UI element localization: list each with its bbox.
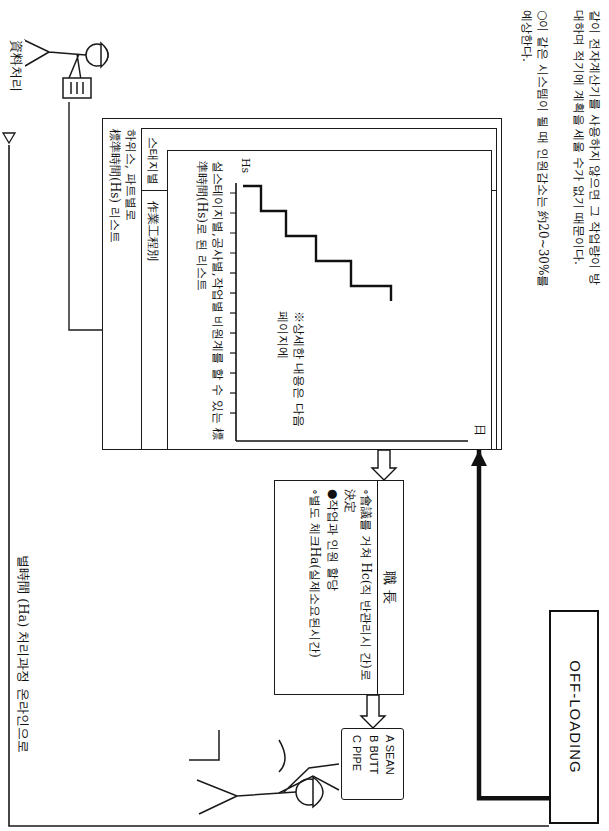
axis-tick xyxy=(230,332,236,333)
helmet xyxy=(101,43,108,67)
body xyxy=(197,780,296,814)
loop-line xyxy=(9,145,549,826)
step-chart xyxy=(191,151,491,451)
hard-hat xyxy=(313,777,323,807)
box-text: 作業工程別 xyxy=(144,201,160,301)
head xyxy=(86,44,108,66)
box-text: B BUTT xyxy=(366,735,380,793)
block-arrow xyxy=(372,450,396,480)
box-text: OFF-LOADING xyxy=(566,618,586,816)
pipe-stack xyxy=(189,730,219,760)
box-text: ∘會議를 거쳐 Hc(직 반관리시 간)로 決定 xyxy=(342,489,373,686)
flow-label: 별時間 (Ha) 처리과정 온라인으로 xyxy=(14,555,32,820)
axis-tick xyxy=(230,232,236,233)
axis-tick xyxy=(230,212,236,213)
box-text: A SEAN xyxy=(383,735,397,793)
flow-arrow xyxy=(479,450,549,798)
axis-tick xyxy=(230,392,236,393)
process-box: 職 長∘會議를 거쳐 Hc(직 반관리시 간)로 決定●작업과 인원 할당∘별도… xyxy=(274,480,404,695)
clipboard xyxy=(63,78,91,98)
box-text: 설스테이지별,공사별,작업별 비원계를 할 수 있는 標準時間(Hs)로 된 리… xyxy=(194,161,225,443)
list-card: 설스테이지별,공사별,작업별 비원계를 할 수 있는 標準時間(Hs)로 된 리… xyxy=(167,150,492,450)
reporter-figure xyxy=(24,40,108,98)
box-text: 하위스, 파트별로 xyxy=(122,129,138,429)
box-text: ●작업과 인원 할당 xyxy=(324,489,340,686)
loop-marker xyxy=(3,133,15,143)
clipboard-lines xyxy=(71,82,83,94)
flow-label: 資料처리 xyxy=(7,40,25,120)
clipboard-box: A SEANB BUTTC PIPE xyxy=(341,728,404,800)
axis-tick xyxy=(230,312,236,313)
box-text: ∘별도 체크Ha(실제소요된시간) xyxy=(306,489,322,686)
chart-axis xyxy=(236,440,468,442)
axis-tick xyxy=(230,352,236,353)
axis-tick xyxy=(230,252,236,253)
worker-figure xyxy=(189,730,339,814)
axis-label: Hs xyxy=(237,158,252,180)
box-text: 스태지별 xyxy=(144,137,160,195)
chart-axis xyxy=(235,183,237,441)
box-heading: 職 長 xyxy=(377,481,399,694)
arms xyxy=(279,764,339,793)
axis-tick xyxy=(230,292,236,293)
axis-tick xyxy=(230,272,236,273)
body xyxy=(24,40,86,66)
stage-box: OFF-LOADING xyxy=(549,610,599,824)
axis-tick xyxy=(230,372,236,373)
block-arrow xyxy=(361,695,385,728)
arms xyxy=(69,54,81,80)
axis-tick xyxy=(230,412,236,413)
axis-tick xyxy=(230,192,236,193)
note-text: 같이 전자계산기를 사용하지 않으면 그 작업량이 방대하며 적기에 계획을 세… xyxy=(571,10,603,290)
box-text: 標準時間(Hs) 리스트 xyxy=(106,129,122,429)
note-text: ○이 같은 시스템이 될 때 인원감소는 約20~30%를 예상한다. xyxy=(519,10,551,290)
axis-label: 日 xyxy=(472,424,488,440)
box-text: C PIPE xyxy=(350,735,364,793)
box-text: ※상세한 내용은 다음페이지에 xyxy=(275,311,306,431)
step-line xyxy=(243,186,391,301)
pipe xyxy=(279,740,285,772)
